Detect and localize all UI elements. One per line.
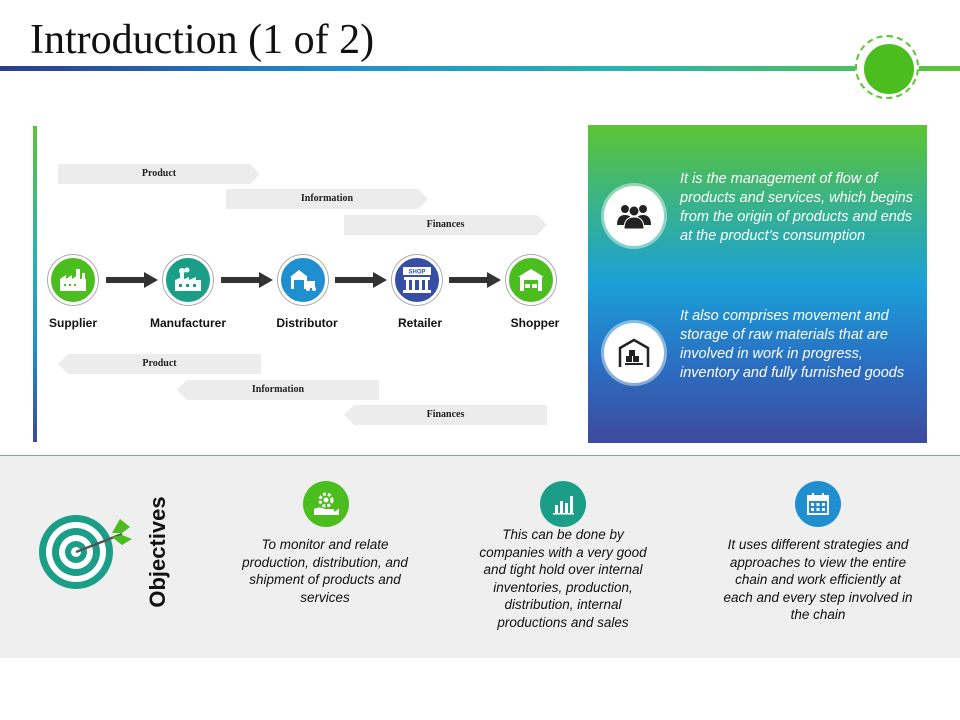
flow-arrow <box>449 272 501 288</box>
target-icon <box>39 515 132 589</box>
store-icon <box>518 269 544 291</box>
flow-arrow <box>106 272 158 288</box>
calendar-icon <box>807 493 829 515</box>
node-label-retailer: Retailer <box>397 316 443 330</box>
info-panel <box>588 125 927 443</box>
objective-text-2: This can be done by companies with a ver… <box>479 527 647 630</box>
flow-arrow <box>221 272 273 288</box>
node-supplier <box>48 255 98 305</box>
flow-arrow <box>335 272 387 288</box>
bar-chart-icon <box>553 496 574 515</box>
ribbon-label: Information <box>300 193 354 204</box>
objective-text-1: To monitor and relate production, distri… <box>242 537 408 605</box>
ribbon-label: Product <box>142 358 177 369</box>
title-underline <box>0 66 960 71</box>
shop-sign-text: SHOP <box>408 270 425 276</box>
info-text-2: It also comprises movement and storage o… <box>680 308 905 381</box>
objective-icon-circle <box>540 481 586 527</box>
section-divider <box>0 455 960 456</box>
ribbon-finances-forward: Finances <box>344 215 547 235</box>
factory-smoke-icon <box>175 267 201 291</box>
flow-accent-line <box>33 126 37 442</box>
node-distributor <box>278 255 328 305</box>
warehouse-truck-icon <box>290 270 316 291</box>
factory-icon <box>60 269 86 291</box>
node-label-supplier: Supplier <box>48 316 97 330</box>
ribbon-information-forward: Information <box>226 189 428 209</box>
ribbon-information-backward: Information <box>177 380 379 400</box>
info-icon-circle <box>604 323 664 383</box>
ribbon-label: Product <box>141 168 177 179</box>
objectives-label: Objectives <box>145 496 170 608</box>
objective-text-3: It uses different strategies and approac… <box>723 537 913 622</box>
ribbon-product-forward: Product <box>58 164 260 184</box>
ribbon-finances-backward: Finances <box>344 405 547 425</box>
objective-icon-circle <box>303 481 349 527</box>
node-label-distributor: Distributor <box>276 316 338 330</box>
ribbon-product-backward: Product <box>58 354 261 374</box>
ribbon-label: Information <box>251 384 305 395</box>
warehouse-icon <box>618 338 650 367</box>
shop-icon: SHOP <box>403 267 431 293</box>
node-retailer: SHOP <box>392 255 442 305</box>
node-label-shopper: Shopper <box>510 316 560 330</box>
node-shopper <box>506 255 556 305</box>
title-dot-decoration <box>864 44 914 94</box>
ribbon-label: Finances <box>426 409 465 420</box>
info-text-1: It is the management of flow of products… <box>680 171 913 244</box>
node-label-manufacturer: Manufacturer <box>149 316 226 330</box>
info-icon-circle <box>604 186 664 246</box>
people-icon <box>617 205 651 230</box>
objective-icon-circle <box>795 481 841 527</box>
node-manufacturer <box>163 255 213 305</box>
gear-hand-icon <box>314 492 339 515</box>
ribbon-label: Finances <box>426 219 465 230</box>
page-title: Introduction (1 of 2) <box>30 17 375 63</box>
